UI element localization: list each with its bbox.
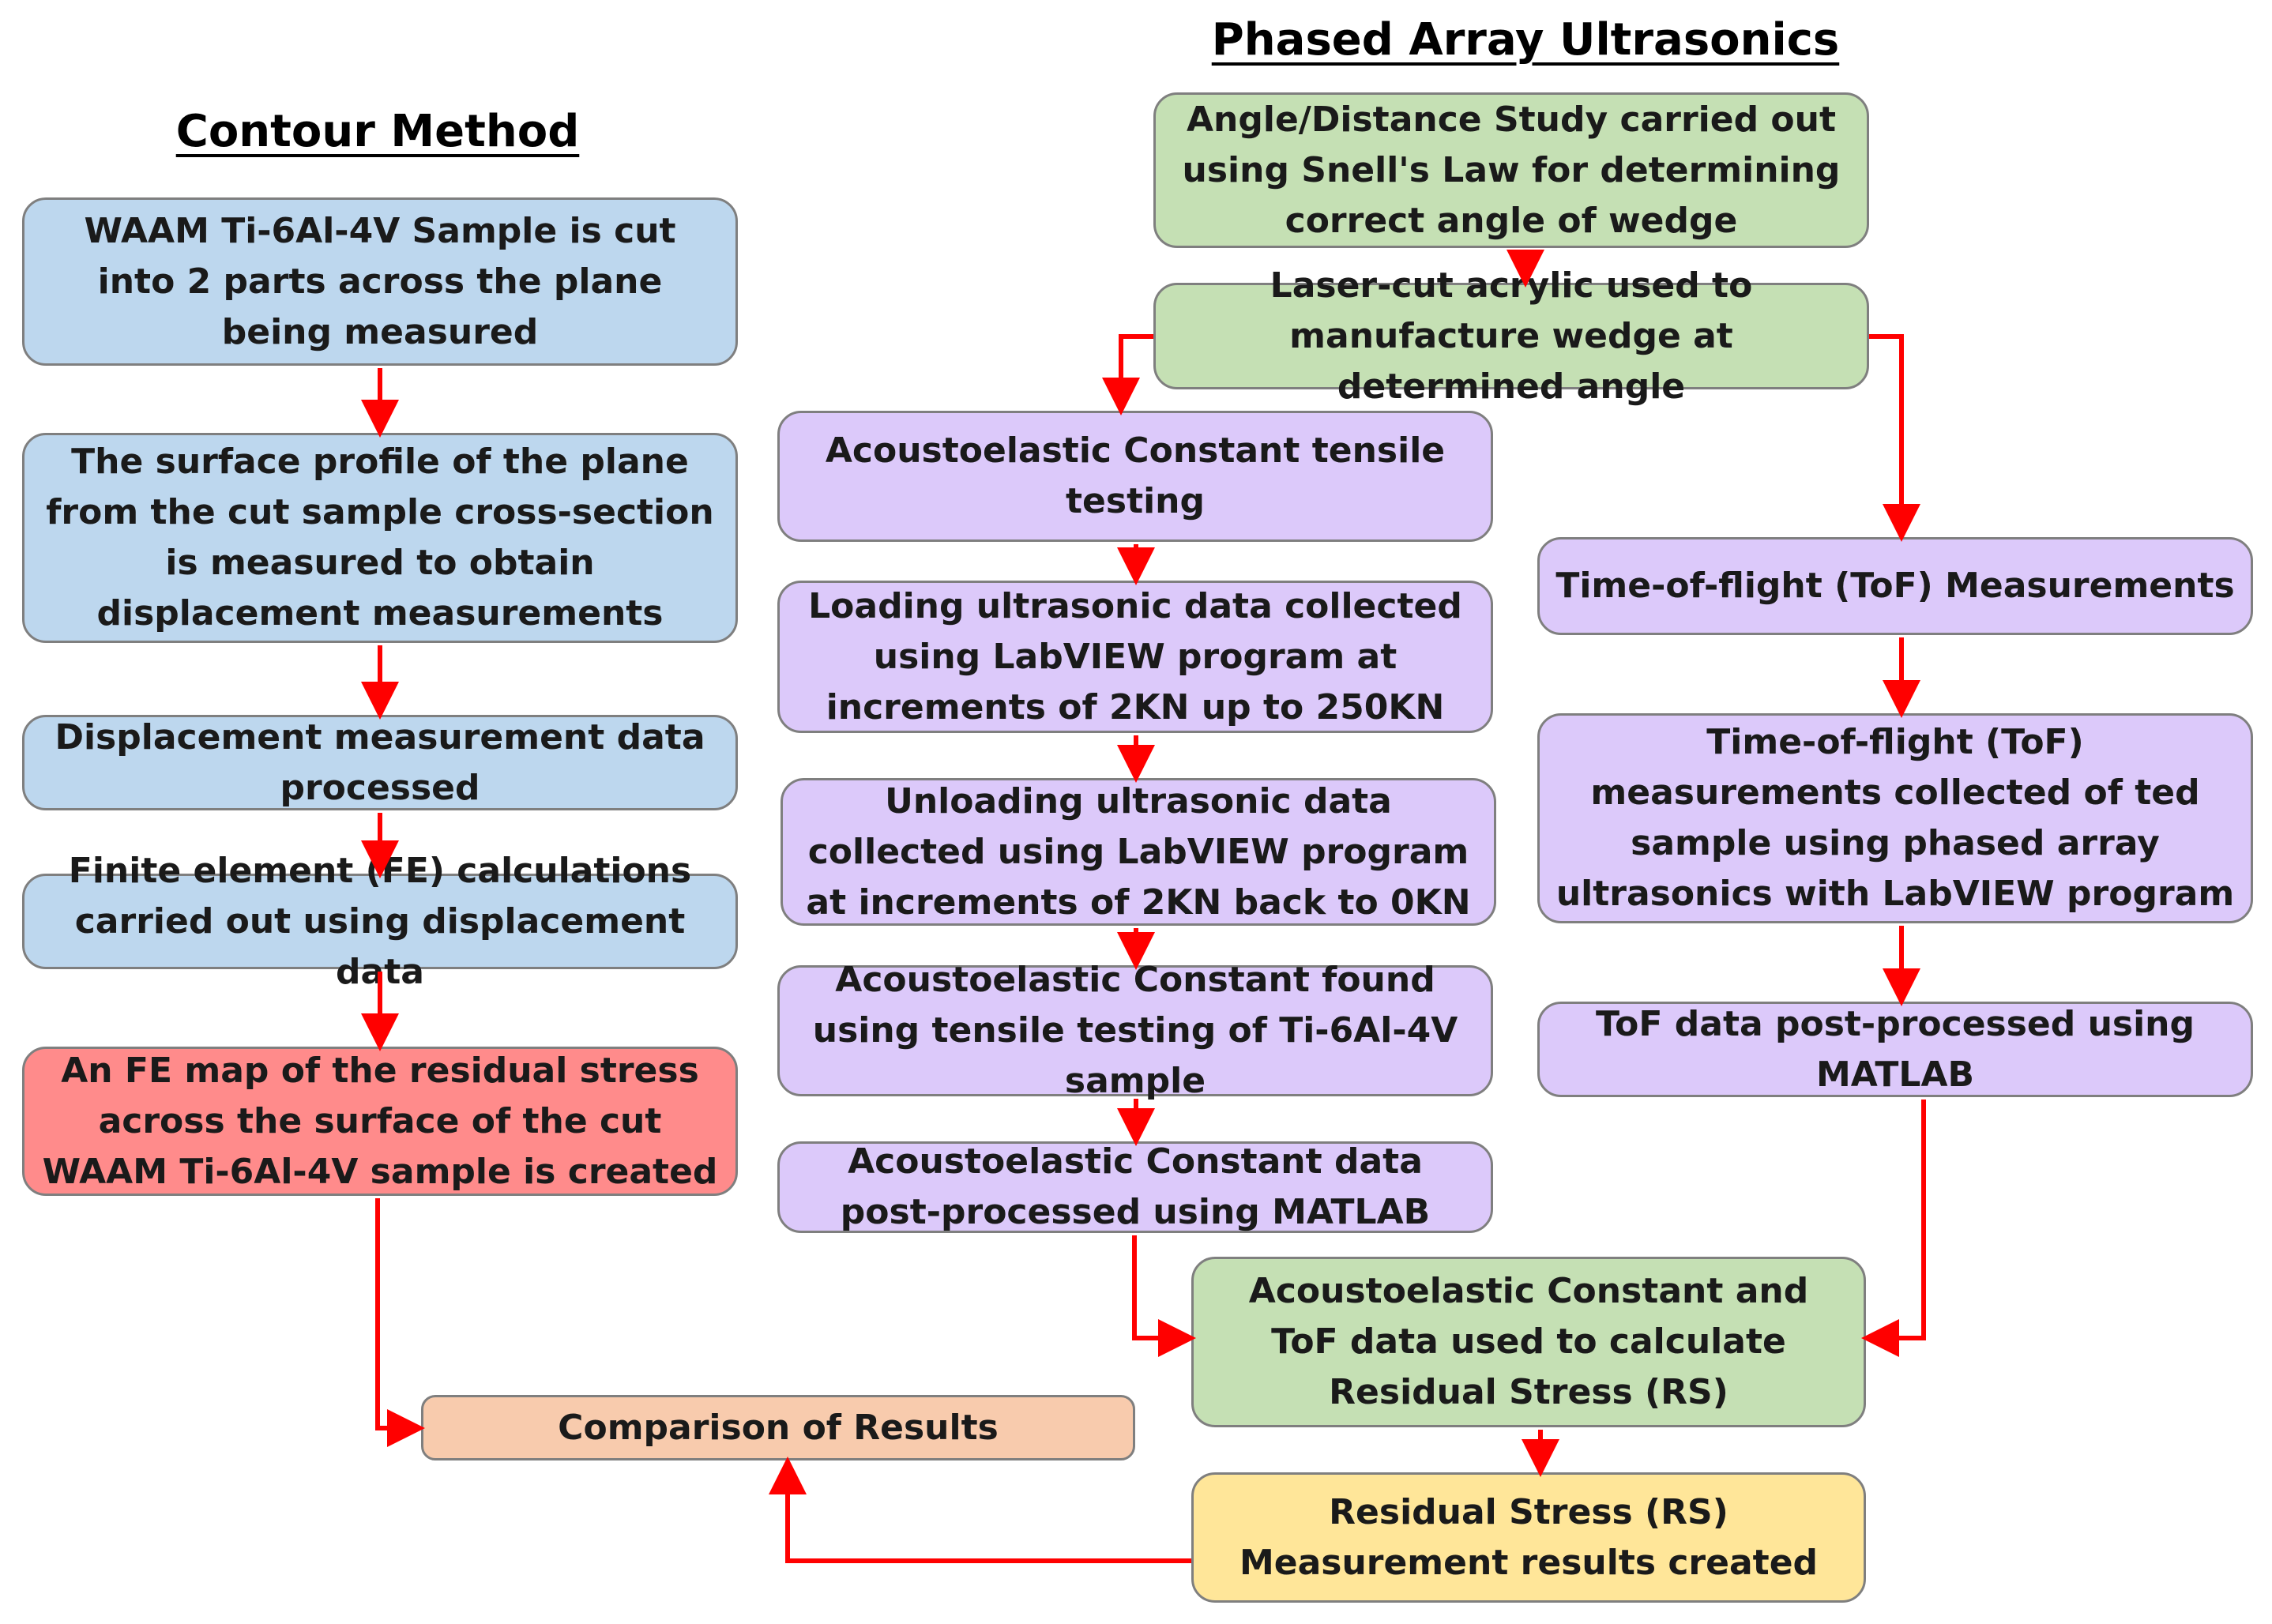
comparison-of-results: Comparison of Results [421, 1395, 1135, 1460]
phased-array-heading: Phased Array Ultrasonics [1211, 14, 1840, 66]
arrow-map-to-comparison [375, 1198, 425, 1447]
arrow-results-to-comparison [769, 1457, 1191, 1563]
unloading-data: Unloading ultrasonic data collected usin… [781, 778, 1496, 926]
arrow-postprocessed-to-combine [1132, 1235, 1196, 1357]
arrow-wedge-to-tof [1869, 334, 1920, 542]
contour-step-cut-sample: WAAM Ti-6Al-4V Sample is cut into 2 part… [22, 197, 738, 366]
tof-collected: Time-of-flight (ToF) measurements collec… [1537, 713, 2253, 923]
tof-post-processed: ToF data post-processed using MATLAB [1537, 1002, 2253, 1097]
acoustoelastic-constant-found: Acoustoelastic Constant found using tens… [777, 960, 1493, 1101]
contour-step-fe-map: An FE map of the residual stress across … [22, 1047, 738, 1196]
arrow-wedge-to-tensile [1102, 334, 1153, 415]
contour-method-heading: Contour Method [175, 106, 580, 157]
angle-distance-study: Angle/Distance Study carried out using S… [1153, 92, 1869, 248]
contour-step-surface-profile: The surface profile of the plane from th… [22, 433, 738, 643]
arrow-tofpost-to-combine [1861, 1100, 1926, 1357]
acoustoelastic-post-processed: Acoustoelastic Constant data post-proces… [777, 1141, 1493, 1233]
rs-measurement-results: Residual Stress (RS) Measurement results… [1191, 1472, 1866, 1603]
tensile-testing: Acoustoelastic Constant tensile testing [777, 411, 1493, 542]
loading-data: Loading ultrasonic data collected using … [777, 581, 1493, 733]
